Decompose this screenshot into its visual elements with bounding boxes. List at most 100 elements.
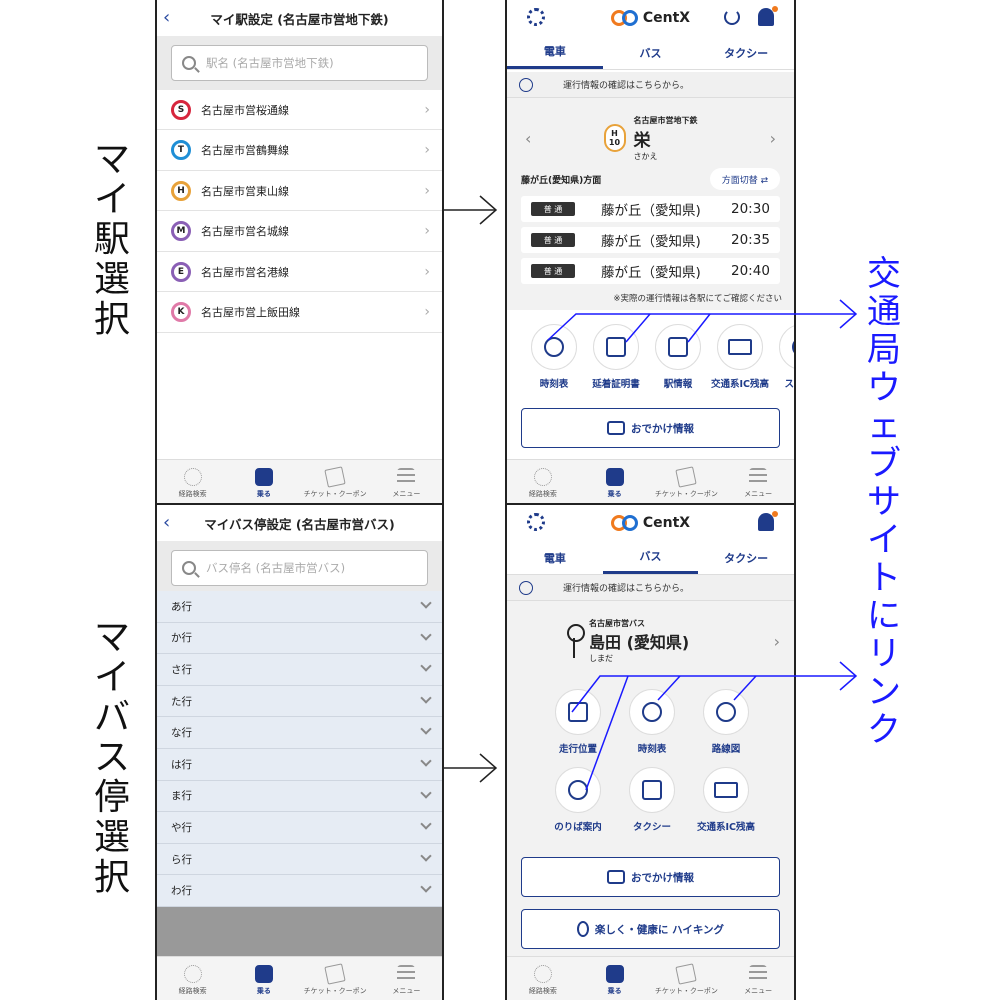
clock-icon — [642, 702, 662, 722]
shortcut-document[interactable] — [593, 324, 639, 370]
tab-ride[interactable]: 乗る — [579, 957, 651, 1000]
refresh-icon[interactable] — [724, 9, 740, 25]
list-item[interactable]: は行 — [157, 749, 442, 781]
tab-route-search[interactable]: 経路検索 — [157, 460, 228, 503]
label-char: イ — [93, 657, 130, 698]
departure-time: 20:35 — [731, 232, 770, 248]
bus-home-screen: CentX 電車 バス タクシー 運行情報の確認はこちらから。 名古屋市営バス … — [505, 505, 796, 1000]
group-label: か行 — [171, 632, 192, 645]
outing-info-button[interactable]: おでかけ情報 — [521, 857, 780, 897]
tab-menu[interactable]: メニュー — [371, 957, 442, 1000]
bus-stop-header[interactable]: 名古屋市営バス 島田 (愛知県) しまだ › — [507, 609, 794, 673]
list-item[interactable]: ま行 — [157, 780, 442, 813]
shortcut-clock[interactable] — [531, 324, 577, 370]
tab-ticket-coupon[interactable]: チケット・クーポン — [651, 957, 723, 1000]
switch-direction-button[interactable]: 方面切替 ⇄ — [710, 168, 780, 190]
ic-card-icon — [714, 782, 738, 798]
tab-ticket-coupon[interactable]: チケット・クーポン — [300, 957, 371, 1000]
group-label: ま行 — [171, 790, 192, 803]
menu-icon — [397, 965, 416, 983]
list-item[interactable]: あ行 — [157, 591, 442, 623]
list-item[interactable]: な行 — [157, 717, 442, 749]
luggage-icon — [607, 870, 625, 884]
tab-ride[interactable]: 乗る — [579, 460, 651, 503]
tab-train[interactable]: 電車 — [543, 551, 566, 565]
list-item[interactable]: か行 — [157, 622, 442, 655]
menu-icon — [397, 468, 416, 486]
tab-bus[interactable]: バス — [639, 46, 662, 60]
gear-icon[interactable] — [527, 513, 545, 531]
line-badge-icon: K — [171, 302, 191, 322]
mode-tabs: 電車 バス タクシー — [507, 541, 794, 575]
shortcut-label: 交通系IC残高 — [696, 822, 755, 833]
tab-route-search[interactable]: 経路検索 — [507, 957, 579, 1000]
group-label: あ行 — [171, 600, 192, 613]
tab-bus[interactable]: バス — [602, 541, 699, 574]
back-icon[interactable]: ‹ — [163, 7, 171, 28]
tab-route-search[interactable]: 経路検索 — [507, 460, 579, 503]
tab-menu[interactable]: メニュー — [722, 460, 794, 503]
label-char: 選 — [93, 817, 130, 858]
list-item[interactable]: さ行 — [157, 654, 442, 686]
chevron-down-icon — [420, 818, 432, 830]
shortcut-route-map[interactable] — [703, 689, 749, 735]
chevron-left-icon[interactable]: ‹ — [525, 128, 532, 148]
search-placeholder: バス停名 (名古屋市営バス) — [206, 561, 346, 575]
shortcut-spot[interactable] — [779, 324, 794, 370]
bus-stop-search-input[interactable]: バス停名 (名古屋市営バス) — [171, 550, 428, 586]
tab-menu[interactable]: メニュー — [371, 460, 442, 503]
ic-card-icon — [728, 339, 752, 355]
shortcut-label: 時刻表 — [539, 379, 569, 390]
shortcut-taxi[interactable] — [629, 767, 675, 813]
bell-icon[interactable] — [758, 6, 778, 26]
outing-info-button[interactable]: おでかけ情報 — [521, 408, 780, 448]
bell-icon[interactable] — [758, 511, 778, 531]
line-name: 名古屋市営上飯田線 — [201, 306, 300, 319]
service-info-link[interactable]: 運行情報の確認はこちらから。 — [507, 72, 794, 98]
destination: 藤が丘（愛知県) — [601, 265, 701, 281]
tab-ride[interactable]: 乗る — [228, 460, 299, 503]
chevron-down-icon — [420, 660, 432, 672]
tab-train[interactable]: 電車 — [507, 36, 603, 69]
tab-route-search[interactable]: 経路検索 — [157, 957, 228, 1000]
label-char: イ — [93, 179, 130, 220]
spot-icon — [792, 337, 794, 357]
label-char: ト — [867, 558, 901, 598]
list-item[interactable]: ら行 — [157, 843, 442, 876]
list-item[interactable]: わ行 — [157, 875, 442, 907]
station-search-input[interactable]: 駅名 (名古屋市営地下鉄) — [171, 45, 428, 81]
tab-taxi[interactable]: タクシー — [724, 46, 769, 60]
service-info-link[interactable]: 運行情報の確認はこちらから。 — [507, 575, 794, 601]
back-icon[interactable]: ‹ — [163, 512, 171, 533]
shortcut-clock[interactable] — [629, 689, 675, 735]
direction-label: 藤が丘(愛知県)方面 — [521, 175, 602, 186]
shortcut-ic-card[interactable] — [717, 324, 763, 370]
chevron-right-icon[interactable]: › — [773, 631, 780, 651]
list-item[interactable]: や行 — [157, 812, 442, 844]
gear-icon[interactable] — [527, 8, 545, 26]
departure-time: 20:30 — [731, 201, 770, 217]
tab-ticket-coupon[interactable]: チケット・クーポン — [300, 460, 371, 503]
centx-logo: CentX — [610, 515, 690, 531]
tab-ride[interactable]: 乗る — [228, 957, 299, 1000]
shortcut-ic-card[interactable] — [703, 767, 749, 813]
tab-ticket-coupon[interactable]: チケット・クーポン — [651, 460, 723, 503]
list-item[interactable]: た行 — [157, 685, 442, 718]
shortcut-station[interactable] — [655, 324, 701, 370]
tab-taxi[interactable]: タクシー — [724, 551, 769, 565]
centx-logo: CentX — [610, 10, 690, 26]
chevron-right-icon[interactable]: › — [769, 128, 776, 148]
tab-menu[interactable]: メニュー — [722, 957, 794, 1000]
hiking-button[interactable]: 楽しく・健康に ハイキング — [521, 909, 780, 949]
label-char: 交 — [867, 254, 901, 294]
shortcut-bus-location[interactable] — [555, 689, 601, 735]
label-char: ェ — [867, 406, 901, 446]
shortcut-bus-stop[interactable] — [555, 767, 601, 813]
